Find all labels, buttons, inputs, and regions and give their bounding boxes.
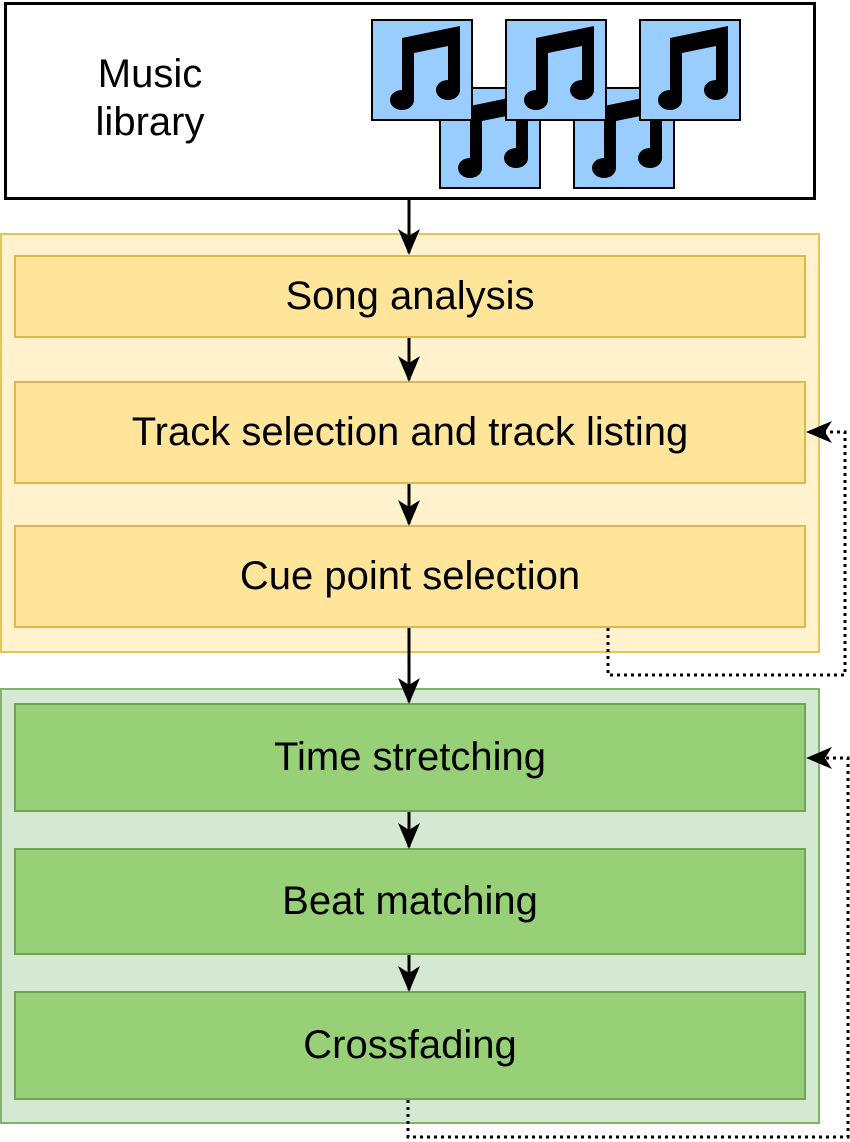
track-selection-step: Track selection and track listing — [14, 381, 806, 484]
music-library-label-line2: library — [95, 100, 205, 144]
music-note-icon-4 — [505, 19, 607, 121]
music-note-icon-3 — [371, 19, 473, 121]
beat-matching-step: Beat matching — [14, 848, 806, 955]
cue-point-selection-step: Cue point selection — [14, 525, 806, 628]
crossfading-step: Crossfading — [14, 991, 806, 1100]
song-analysis-step: Song analysis — [14, 255, 806, 338]
music-note-icon-5 — [639, 19, 741, 121]
feedback-loop-crossfade-to-stretching — [406, 747, 850, 1139]
feedback-loop-cue-to-selection — [606, 421, 847, 677]
music-notes-cluster — [371, 19, 741, 189]
time-stretching-step: Time stretching — [14, 703, 806, 812]
music-library-label-line1: Music — [97, 52, 203, 96]
music-library-label: Music library — [85, 50, 215, 146]
